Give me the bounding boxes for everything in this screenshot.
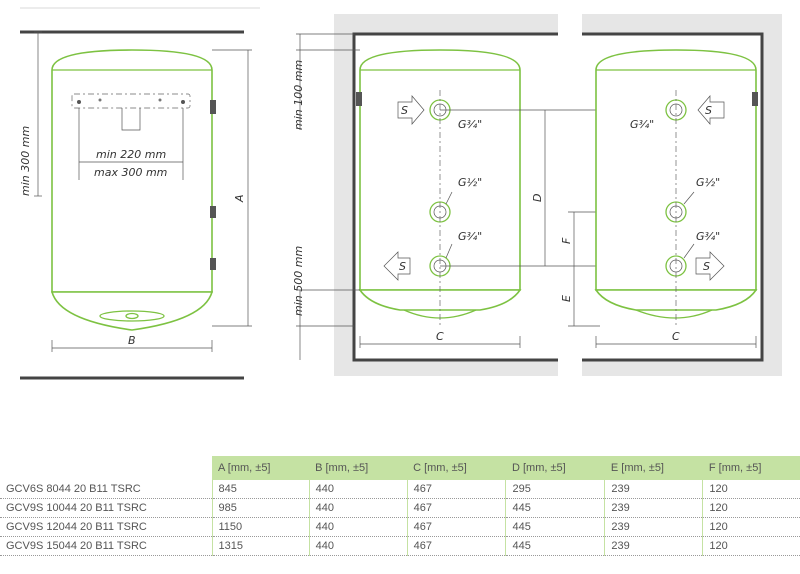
cell-B: 440 bbox=[308, 517, 408, 537]
label-min500: min 500 mm bbox=[292, 246, 305, 316]
header-D: D [mm, ±5] bbox=[505, 456, 605, 480]
cell-E: 239 bbox=[604, 536, 703, 556]
cell-model: GCV9S 10044 20 B11 TSRC bbox=[0, 498, 212, 518]
technical-drawing: min 300 mm min 220 mm max 300 mm A B S S bbox=[19, 7, 782, 380]
cell-C: 467 bbox=[406, 536, 506, 556]
table-row: GCV9S 12044 20 B11 TSRC 1150 440 467 445… bbox=[0, 517, 800, 537]
arrow-in-left bbox=[397, 95, 425, 125]
label-E: E bbox=[560, 295, 573, 302]
label-S-4: S bbox=[703, 260, 710, 273]
label-C-1: C bbox=[436, 330, 444, 343]
right-connection-view: S S G¾" G½" G¾" C bbox=[582, 14, 782, 376]
cell-B: 440 bbox=[308, 480, 408, 499]
arrow-in-right bbox=[697, 95, 725, 125]
cell-D: 445 bbox=[505, 498, 605, 518]
label-F: F bbox=[560, 237, 573, 244]
label-g34-4: G¾" bbox=[696, 230, 720, 243]
label-A: A bbox=[233, 194, 246, 203]
cell-F: 120 bbox=[702, 517, 800, 537]
cell-D: 295 bbox=[505, 480, 605, 499]
tank-body bbox=[51, 49, 213, 293]
arrow-out-left bbox=[383, 251, 411, 281]
label-g12-1: G½" bbox=[458, 176, 482, 189]
label-max300: max 300 mm bbox=[94, 166, 167, 179]
label-S-2: S bbox=[399, 260, 406, 273]
header-model bbox=[0, 456, 212, 480]
cell-F: 120 bbox=[702, 480, 800, 499]
cell-A: 1150 bbox=[211, 517, 310, 537]
cell-F: 120 bbox=[702, 536, 800, 556]
label-g34-3: G¾" bbox=[630, 118, 654, 131]
label-D: D bbox=[531, 194, 544, 202]
cell-C: 467 bbox=[406, 480, 506, 499]
header-C: C [mm, ±5] bbox=[407, 456, 506, 480]
cell-B: 440 bbox=[308, 536, 408, 556]
label-min220: min 220 mm bbox=[96, 148, 166, 161]
header-A: A [mm, ±5] bbox=[212, 456, 310, 480]
arrow-out-right bbox=[695, 251, 725, 281]
cell-D: 445 bbox=[505, 517, 605, 537]
header-E: E [mm, ±5] bbox=[604, 456, 703, 480]
cell-E: 239 bbox=[604, 498, 703, 518]
cell-E: 239 bbox=[604, 480, 703, 499]
cell-model: GCV9S 12044 20 B11 TSRC bbox=[0, 517, 212, 537]
cell-model: GCV9S 15044 20 B11 TSRC bbox=[0, 536, 212, 556]
cell-C: 467 bbox=[406, 498, 506, 518]
header-F: F [mm, ±5] bbox=[702, 456, 800, 480]
label-B: B bbox=[128, 334, 136, 347]
cell-A: 985 bbox=[211, 498, 310, 518]
label-g34-2: G¾" bbox=[458, 230, 482, 243]
table-row: GCV6S 8044 20 B11 TSRC 845 440 467 295 2… bbox=[0, 480, 800, 499]
label-S-1: S bbox=[401, 104, 408, 117]
table-header-row: A [mm, ±5] B [mm, ±5] C [mm, ±5] D [mm, … bbox=[0, 456, 800, 480]
dimensions-table: A [mm, ±5] B [mm, ±5] C [mm, ±5] D [mm, … bbox=[0, 456, 800, 556]
left-connection-view: S S G¾" G½" G¾" D F E min 100 mm min 500… bbox=[292, 14, 600, 376]
label-min100: min 100 mm bbox=[292, 60, 305, 130]
label-C-2: C bbox=[672, 330, 680, 343]
header-B: B [mm, ±5] bbox=[309, 456, 408, 480]
cell-A: 1315 bbox=[211, 536, 310, 556]
mounting-bracket bbox=[71, 93, 191, 109]
cell-model: GCV6S 8044 20 B11 TSRC bbox=[0, 480, 212, 499]
table-row: GCV9S 15044 20 B11 TSRC 1315 440 467 445… bbox=[0, 536, 800, 556]
label-g34-1: G¾" bbox=[458, 118, 482, 131]
front-view: min 300 mm min 220 mm max 300 mm A B bbox=[19, 7, 260, 380]
label-g12-2: G½" bbox=[696, 176, 720, 189]
cell-F: 120 bbox=[702, 498, 800, 518]
cell-D: 445 bbox=[505, 536, 605, 556]
cell-A: 845 bbox=[211, 480, 310, 499]
cell-C: 467 bbox=[406, 517, 506, 537]
label-S-3: S bbox=[705, 104, 712, 117]
label-min300: min 300 mm bbox=[19, 126, 32, 196]
cell-E: 239 bbox=[604, 517, 703, 537]
table-row: GCV9S 10044 20 B11 TSRC 985 440 467 445 … bbox=[0, 498, 800, 518]
cell-B: 440 bbox=[308, 498, 408, 518]
